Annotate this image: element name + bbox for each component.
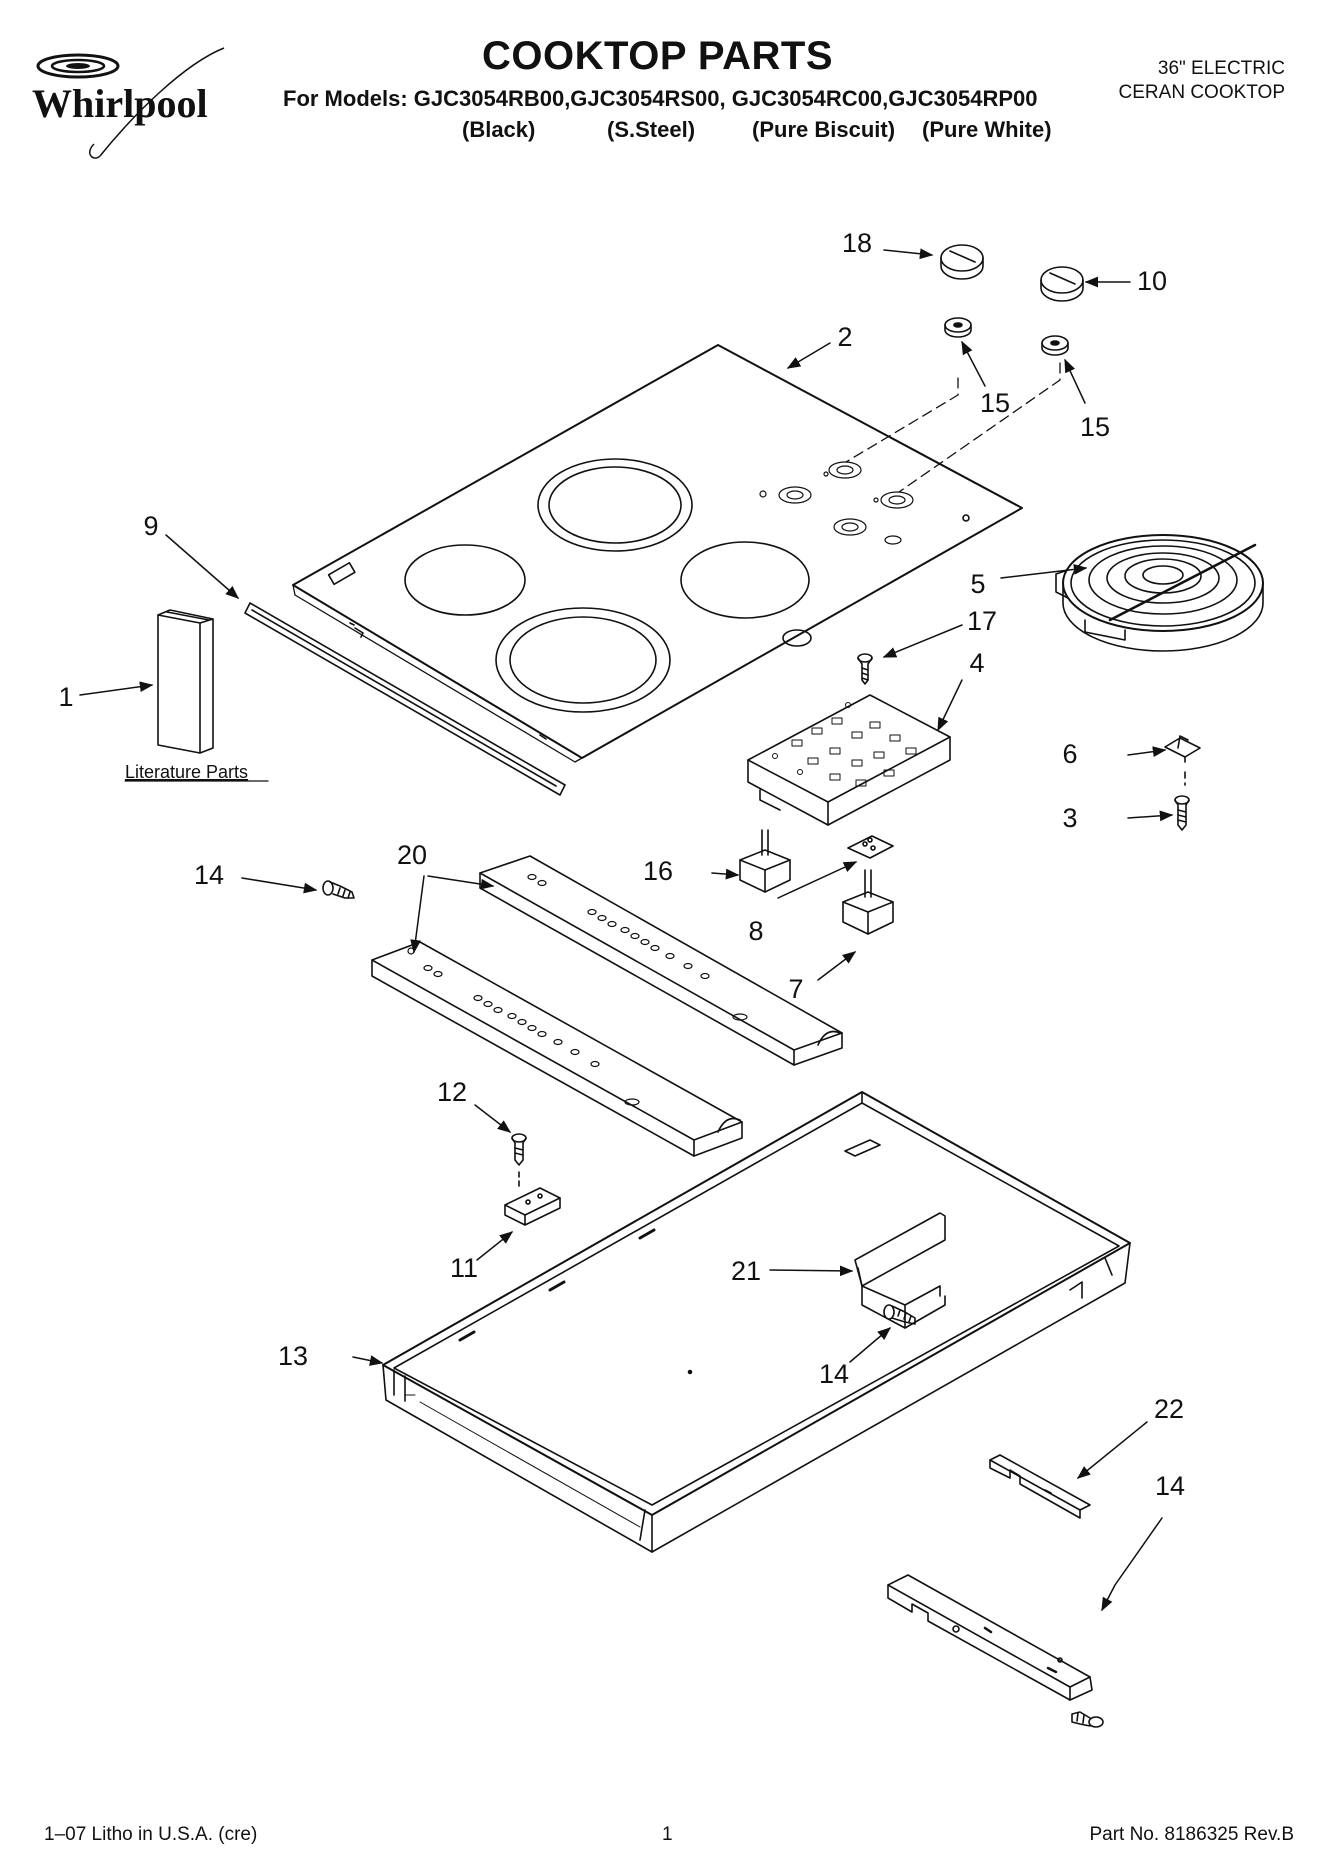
callout-1: 1 (58, 682, 73, 712)
color-biscuit: (Pure Biscuit) (752, 117, 896, 142)
cooktop-base-box (382, 1091, 1131, 1553)
callout-14-lower: 14 (819, 1359, 849, 1389)
callout-8: 8 (748, 916, 763, 946)
spacer-7 (842, 869, 894, 935)
color-black: (Black) (462, 117, 536, 142)
electronic-control-board (747, 694, 951, 826)
callout-17: 17 (967, 606, 997, 636)
logo-swoosh-icon (36, 47, 225, 159)
callout-10: 10 (1137, 266, 1167, 296)
literature-parts-label: Literature Parts (125, 762, 248, 782)
radiant-surface-element (1055, 534, 1264, 652)
screw-17 (857, 653, 873, 685)
callout-14-upper: 14 (194, 860, 224, 890)
screw-3 (1174, 795, 1190, 831)
callout-22: 22 (1154, 1394, 1184, 1424)
screw-14-upper (322, 880, 355, 899)
callout-5: 5 (970, 569, 985, 599)
screw-14-lower (883, 1304, 916, 1325)
callout-4: 4 (969, 648, 984, 678)
spec-line-2: CERAN COOKTOP (1118, 82, 1285, 103)
literature-parts-book (157, 609, 214, 754)
logo-wordmark: Whirlpool (32, 81, 208, 126)
footer-litho: 1–07 Litho in U.S.A. (cre) (44, 1824, 258, 1845)
callout-3: 3 (1062, 803, 1077, 833)
callout-11: 11 (450, 1253, 478, 1283)
color-steel: (S.Steel) (607, 117, 696, 142)
callout-18: 18 (842, 228, 872, 258)
support-channel-rear (479, 855, 843, 1066)
brackets-22 (887, 1454, 1093, 1701)
callout-20: 20 (397, 840, 427, 870)
front-trim-strip (244, 602, 566, 796)
support-channel-front (371, 941, 743, 1157)
color-white: (Pure White) (922, 117, 1052, 142)
bracket-11 (504, 1187, 561, 1226)
footer-part-number: Part No. 8186325 Rev.B (1089, 1824, 1294, 1845)
callout-9: 9 (143, 511, 158, 541)
callout-7: 7 (788, 974, 803, 1004)
ceramic-glass-cooktop (292, 344, 1061, 763)
bracket-6 (1164, 735, 1201, 786)
models-line: For Models: GJC3054RB00,GJC3054RS00, GJC… (283, 86, 1038, 111)
whirlpool-logo: Whirlpool (14, 44, 264, 164)
callout-16: 16 (643, 856, 673, 886)
plate-8 (847, 835, 894, 859)
spacer-16 (739, 829, 791, 893)
callout-13: 13 (278, 1341, 308, 1371)
callout-12: 12 (437, 1077, 467, 1107)
callout-14-bracket: 14 (1155, 1471, 1185, 1501)
callout-15-left: 15 (980, 388, 1010, 418)
callout-numbers: 18 10 2 15 15 9 5 17 4 1 6 3 20 14 16 8 … (58, 228, 1185, 1501)
callout-2: 2 (837, 322, 852, 352)
callout-15-right: 15 (1080, 412, 1110, 442)
footer-page-number: 1 (662, 1824, 673, 1845)
callout-6: 6 (1062, 739, 1077, 769)
callout-arrows (79, 248, 1174, 1612)
screw-12 (511, 1133, 527, 1189)
page-title: COOKTOP PARTS (482, 34, 833, 78)
screw-14-bracket (1071, 1711, 1104, 1728)
callout-21: 21 (731, 1256, 761, 1286)
control-knobs (940, 244, 1084, 356)
spec-line-1: 36" ELECTRIC (1157, 58, 1285, 79)
